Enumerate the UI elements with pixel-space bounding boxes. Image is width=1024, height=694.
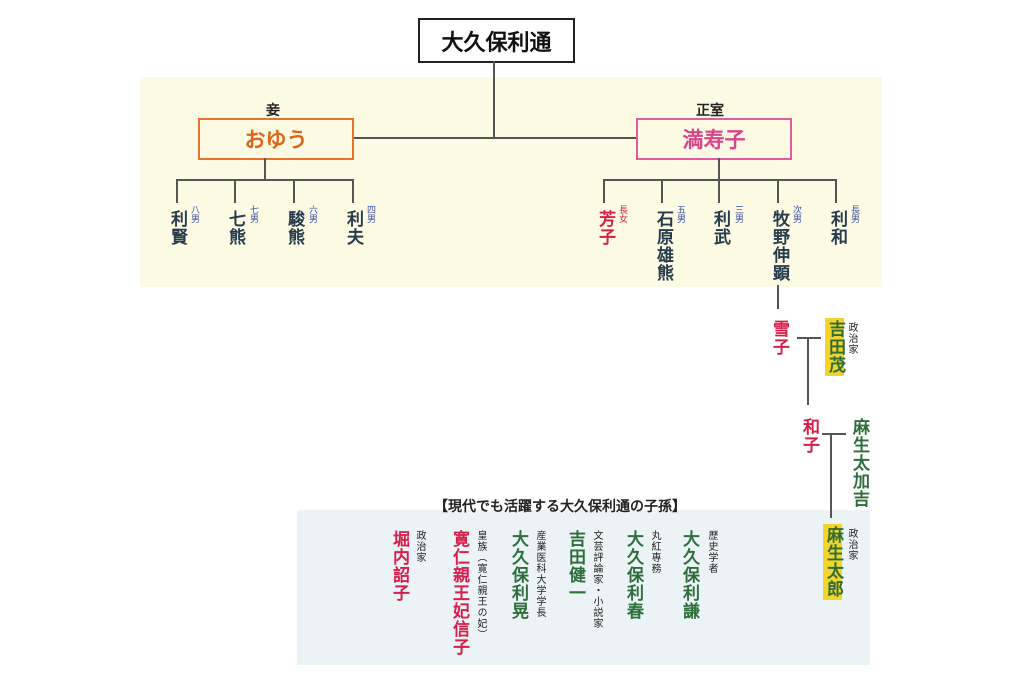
descendant-desc: 産業医科大学学長 xyxy=(534,530,545,618)
descendants-title: 【現代でも活躍する大久保利通の子孫】 xyxy=(434,499,686,515)
child-name: 芳子 xyxy=(595,210,615,246)
kazuko-marriage-line xyxy=(822,433,846,435)
child-drop xyxy=(293,179,295,203)
child-drop xyxy=(352,179,354,203)
child-drop xyxy=(661,179,663,203)
children-connector xyxy=(264,158,266,180)
descendant-desc: 文芸評論家・小説家 xyxy=(591,530,602,629)
wife-role-concubine: 妾 xyxy=(266,103,280,119)
yukiko-to-kazuko-line xyxy=(807,337,809,405)
yoshida-shigeru-desc: 政治家 xyxy=(846,322,857,355)
child-rank: 四男 xyxy=(365,205,375,223)
descendant-name: 大久保利謙 xyxy=(679,530,699,620)
makino-to-yukiko-line xyxy=(777,285,779,309)
child-name: 利和 xyxy=(827,210,847,246)
descendant-desc: 丸紅専務 xyxy=(649,530,660,574)
first-generation-panel xyxy=(140,77,882,287)
child-drop xyxy=(835,179,837,203)
child-name: 牧野伸顕 xyxy=(769,210,789,282)
child-drop xyxy=(176,179,178,203)
child-rank: 六男 xyxy=(307,205,317,223)
child-name: 駿熊 xyxy=(284,210,304,246)
marriage-line xyxy=(352,137,636,139)
root-person-box: 大久保利通 xyxy=(418,18,575,63)
descendant-desc: 皇族（寛仁親王の妃） xyxy=(475,530,486,640)
yukiko-marriage-line xyxy=(797,337,821,339)
yoshida-shigeru-name: 吉田茂 xyxy=(825,318,845,376)
child-name: 利夫 xyxy=(343,210,363,246)
child-name: 利武 xyxy=(710,210,730,246)
wife-name: 満寿子 xyxy=(682,128,746,152)
root-connector xyxy=(493,61,495,139)
descendant-name: 大久保利晃 xyxy=(508,530,528,620)
child-rank: 次男 xyxy=(791,205,801,223)
aso-taro-desc: 政治家 xyxy=(846,528,857,561)
descendant-desc: 政治家 xyxy=(414,530,425,563)
child-rank: 七男 xyxy=(248,205,258,223)
child-rank: 長男 xyxy=(849,205,859,223)
aso-takakichi-name: 麻生太加吉 xyxy=(849,418,869,508)
child-drop xyxy=(603,179,605,203)
yukiko-name: 雪子 xyxy=(769,320,789,356)
descendant-name: 吉田健一 xyxy=(565,530,585,602)
child-drop xyxy=(777,179,779,203)
child-drop xyxy=(234,179,236,203)
descendants-panel xyxy=(297,510,870,665)
descendant-desc: 歴史学者 xyxy=(706,530,717,574)
children-connector xyxy=(718,158,720,180)
descendant-name: 寛仁親王妃信子 xyxy=(449,530,469,656)
child-rank: 五男 xyxy=(675,205,685,223)
kazuko-to-taro-line xyxy=(830,433,832,518)
child-rank: 三男 xyxy=(733,205,743,223)
child-name: 石原雄熊 xyxy=(653,210,673,282)
aso-taro-name: 麻生太郎 xyxy=(823,524,843,600)
wife-box-masuko: 満寿子 xyxy=(636,118,792,160)
child-drop xyxy=(718,179,720,203)
child-name: 利賢 xyxy=(167,210,187,246)
kazuko-name: 和子 xyxy=(799,418,819,454)
child-rank: 長女 xyxy=(617,205,627,223)
wife-role-legal: 正室 xyxy=(696,103,724,119)
child-rank: 八男 xyxy=(189,205,199,223)
child-name: 七熊 xyxy=(225,210,245,246)
children-bar xyxy=(176,179,354,181)
children-bar xyxy=(603,179,837,181)
root-name: 大久保利通 xyxy=(441,30,552,56)
wife-box-oyu: おゆう xyxy=(198,118,354,160)
descendant-name: 堀内詔子 xyxy=(389,530,409,602)
wife-name: おゆう xyxy=(244,128,308,152)
descendant-name: 大久保利春 xyxy=(623,530,643,620)
